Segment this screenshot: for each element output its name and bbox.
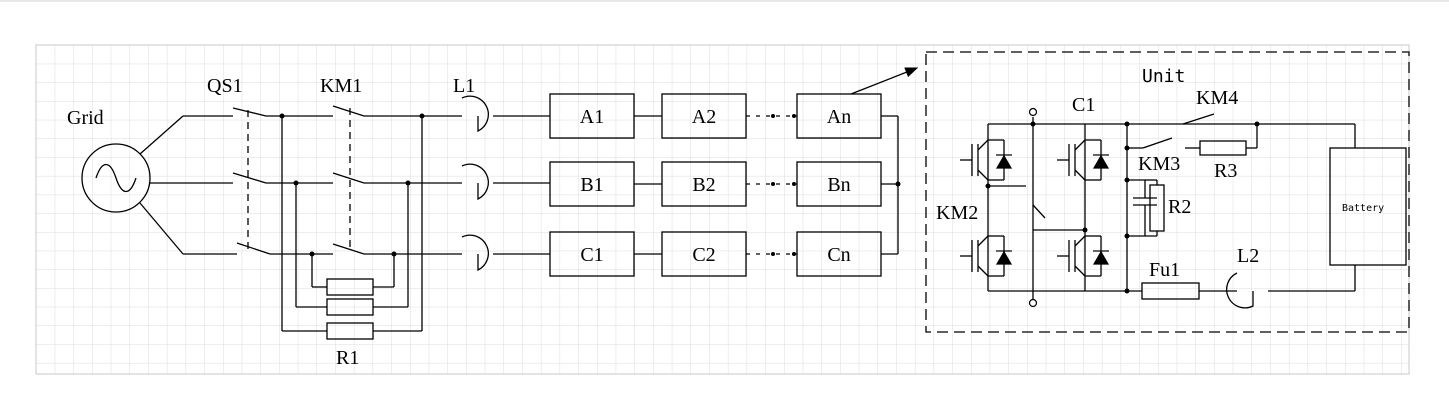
- ac-source-symbol: [81, 143, 151, 213]
- label-c2: C2: [692, 244, 715, 266]
- qs1-blade-b: [232, 172, 267, 184]
- label-km4: KM4: [1196, 87, 1238, 109]
- label-grid: Grid: [67, 107, 104, 129]
- km3-contact: [1142, 137, 1173, 149]
- battery-box: [1329, 147, 1407, 266]
- l2-reactor: [1226, 272, 1254, 309]
- label-km2: KM2: [936, 202, 978, 224]
- label-cn: Cn: [827, 244, 850, 266]
- label-r1: R1: [336, 347, 359, 369]
- l1-reactor-a: [461, 95, 489, 133]
- label-b2: B2: [692, 174, 715, 196]
- r1-resistor-1: [326, 278, 374, 296]
- label-r2: R2: [1168, 196, 1191, 218]
- label-an: An: [827, 106, 851, 128]
- grid-background: [35, 44, 1410, 375]
- label-km1: KM1: [320, 75, 362, 97]
- km1-contact-a: [332, 105, 365, 117]
- fu1-fuse: [1141, 282, 1200, 300]
- label-fu1: Fu1: [1149, 259, 1180, 281]
- label-qs1: QS1: [207, 75, 243, 97]
- label-b1: B1: [580, 174, 603, 196]
- diodes: [995, 154, 1110, 265]
- sine-wave-icon: [95, 163, 137, 193]
- unit-frame: [925, 51, 1410, 333]
- terminals: [1028, 107, 1038, 308]
- r1-resistor-3: [326, 322, 374, 340]
- km4-contact: [1182, 113, 1215, 125]
- wiring: [81, 51, 1410, 340]
- km1-contact-c: [332, 243, 365, 255]
- r1-resistor-2: [326, 298, 374, 316]
- detail-arrow: [850, 67, 919, 95]
- km1-contact-b: [332, 172, 365, 184]
- qs1-blade-a: [232, 107, 267, 117]
- qs1-blade-c: [236, 242, 271, 255]
- label-c1-module: C1: [580, 244, 603, 266]
- label-unit: Unit: [1142, 66, 1185, 87]
- km2-bypass-switch: [1032, 204, 1046, 219]
- label-l2: L2: [1237, 245, 1259, 267]
- junctions: [279, 113, 1260, 294]
- l1-reactor-b: [461, 163, 489, 201]
- igbt-bottom-right: [1057, 235, 1102, 277]
- label-l1: L1: [453, 75, 475, 97]
- label-c1-capacitor: C1: [1072, 94, 1095, 116]
- label-bn: Bn: [827, 174, 850, 196]
- label-km3: KM3: [1138, 153, 1180, 175]
- label-r3: R3: [1214, 160, 1237, 182]
- label-a1: A1: [580, 106, 604, 128]
- label-battery: Battery: [1342, 203, 1384, 214]
- l1-reactor-c: [461, 234, 489, 272]
- labels: Grid QS1 KM1 L1 R1 A1 A2 An B1 B2 Bn C1 …: [67, 75, 1259, 369]
- label-a2: A2: [692, 106, 716, 128]
